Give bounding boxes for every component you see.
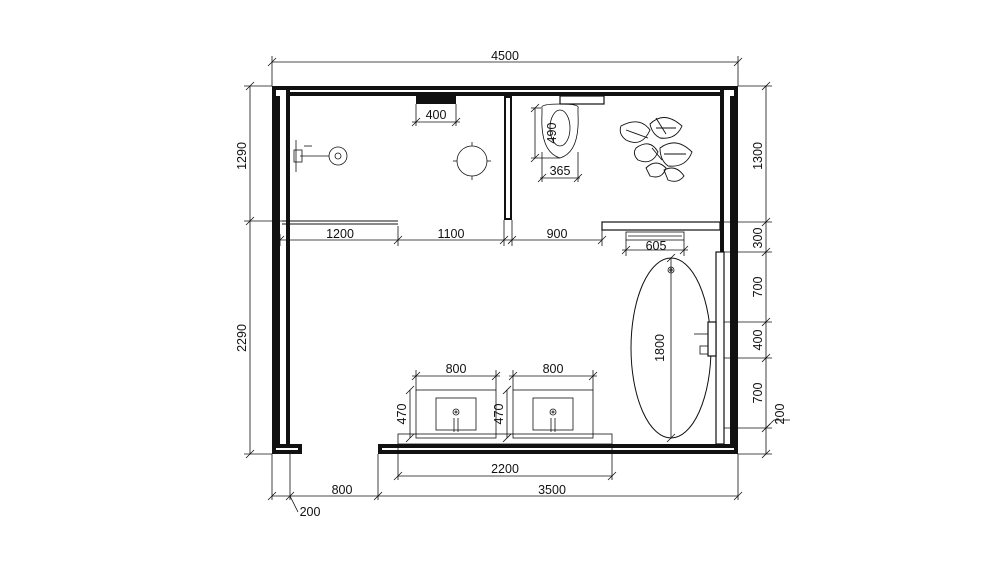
shower-niche bbox=[416, 96, 456, 104]
dim-right-400: 400 bbox=[751, 330, 765, 351]
stool-icon bbox=[453, 142, 491, 180]
dim-right-wall: 200 bbox=[773, 404, 787, 425]
dim-partition-1100: 1100 bbox=[438, 227, 465, 241]
dim-tub-length: 1800 bbox=[653, 334, 667, 362]
dim-right-top: 1300 bbox=[751, 142, 765, 170]
partition-tub-shelf bbox=[601, 221, 721, 231]
dim-partition-900: 900 bbox=[547, 227, 568, 241]
vanity-counter bbox=[397, 433, 613, 445]
dim-sink2-width: 800 bbox=[543, 362, 564, 376]
window bbox=[715, 251, 725, 445]
shower-head-icon bbox=[293, 140, 348, 172]
dim-vanity-width: 2200 bbox=[491, 462, 519, 476]
dimension-lines bbox=[244, 56, 790, 513]
dim-sink1-width: 800 bbox=[446, 362, 467, 376]
dim-overall-width: 4500 bbox=[491, 49, 519, 63]
tub-shelf bbox=[625, 231, 685, 241]
dim-bottom-wall: 200 bbox=[300, 505, 321, 519]
dim-left-lower: 2290 bbox=[235, 324, 249, 352]
dim-bottom-opening: 800 bbox=[332, 483, 353, 497]
dim-right-700a: 700 bbox=[751, 277, 765, 298]
toilet-icon bbox=[541, 103, 579, 159]
wc-cistern bbox=[559, 95, 605, 105]
dim-right-700b: 700 bbox=[751, 383, 765, 404]
sink-icon bbox=[415, 389, 497, 439]
dim-sink1-depth: 470 bbox=[395, 404, 409, 425]
dim-partition-1200: 1200 bbox=[326, 227, 354, 241]
plant-icon bbox=[619, 117, 693, 182]
dim-shower-400: 400 bbox=[426, 108, 447, 122]
dim-wc-width: 365 bbox=[550, 164, 571, 178]
dim-left-upper: 1290 bbox=[235, 142, 249, 170]
sink-icon-2 bbox=[512, 389, 594, 439]
dim-right-300: 300 bbox=[751, 228, 765, 249]
dim-bottom-right: 3500 bbox=[538, 483, 566, 497]
faucet-icon bbox=[694, 321, 717, 357]
dim-wc-depth: 490 bbox=[545, 123, 559, 144]
dim-sink2-depth: 470 bbox=[492, 404, 506, 425]
dim-tub-shelf: 605 bbox=[646, 239, 667, 253]
